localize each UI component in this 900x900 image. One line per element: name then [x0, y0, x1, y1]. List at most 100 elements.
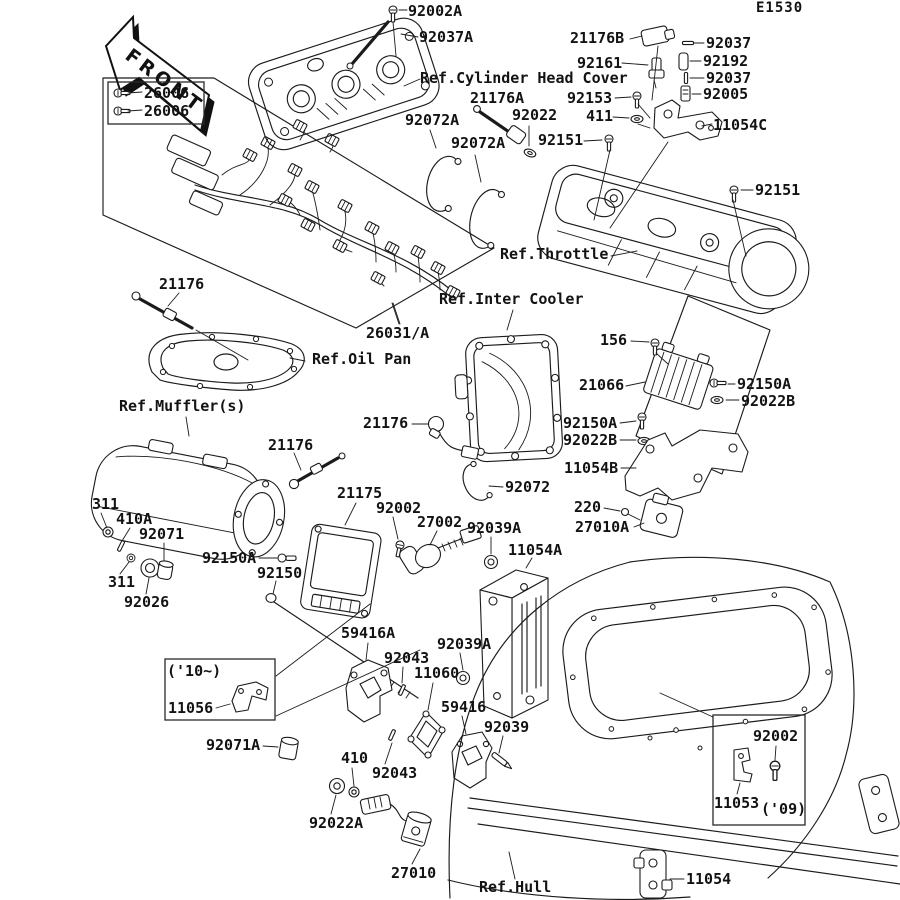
part-label-92022a: 92022A [309, 814, 364, 832]
intercooler-drawing [454, 333, 563, 463]
exhaust-temp-sensor-21176-muffler [288, 452, 346, 490]
bracket-right-edge [858, 773, 900, 835]
harness-screw-box [107, 81, 205, 125]
sensor-21176a [473, 105, 527, 145]
part-label-156: 156 [600, 331, 628, 349]
part-label-26006: 26006 [144, 84, 190, 102]
part-label-92002: 92002 [376, 499, 422, 517]
part-label-21176b: 21176B [570, 29, 625, 47]
part-label-refintercooler: Ref.Inter Cooler [439, 290, 584, 308]
part-label-411: 411 [586, 107, 614, 125]
part-label-refcylinderheadcover: Ref.Cylinder Head Cover [420, 69, 628, 87]
part-label-92072: 92072 [505, 478, 551, 496]
sensor-27010 [359, 794, 432, 865]
gasket-11060 [407, 682, 446, 759]
clamp-92072a-2 [469, 188, 505, 249]
oil-pan-drawing [148, 332, 305, 391]
part-label-92002a: 92002A [408, 2, 463, 20]
part-label-92043: 92043 [384, 649, 430, 667]
part-label-11054c: 11054C [713, 116, 768, 134]
part-label-92151: 92151 [538, 131, 584, 149]
part-label-11060: 11060 [414, 664, 460, 682]
mount-59416 [451, 715, 493, 789]
part-label-refmufflers: Ref.Muffler(s) [119, 397, 246, 415]
part-label-27010: 27010 [391, 864, 437, 882]
muffler-drawing [90, 439, 286, 560]
collar-92192 [678, 52, 689, 71]
part-label-92037: 92037 [706, 69, 752, 87]
part-92005 [680, 85, 702, 102]
throttle-body-drawing [537, 164, 810, 315]
bracket-11054 [633, 849, 685, 899]
part-label-92150: 92150 [257, 564, 303, 582]
part-label-11054b: 11054B [564, 459, 619, 477]
part-label-11054a: 11054A [508, 541, 563, 559]
oil-temp-sensor-21176-left [131, 291, 249, 361]
part-label-11054: 11054 [686, 870, 732, 888]
bracket-11054c [609, 99, 723, 229]
part-label-21175: 21175 [337, 484, 383, 502]
part-label-27002: 27002 [417, 513, 463, 531]
part-label-26006: 26006 [144, 102, 190, 120]
part-label-26031a: 26031/A [366, 324, 430, 342]
part-label-92072a: 92072A [405, 111, 460, 129]
part-label-92161: 92161 [577, 54, 623, 72]
cylinder-head-cover-drawing [247, 17, 440, 151]
part-label-220: 220 [574, 498, 602, 516]
part-label-11053: 11053 [714, 794, 760, 812]
model-2009-box [659, 692, 806, 826]
part-label-27010a: 27010A [575, 518, 630, 536]
part-label-311: 311 [92, 495, 120, 513]
part-label-92022b: 92022B [741, 392, 796, 410]
part-label-92192: 92192 [703, 52, 749, 70]
part-label-92039a: 92039A [437, 635, 492, 653]
mount-59416a [345, 642, 393, 723]
ecu-21175 [300, 523, 382, 619]
part-label-refhull: Ref.Hull [479, 878, 552, 896]
part-label-92150a: 92150A [737, 375, 792, 393]
grommet-92022a [328, 777, 346, 795]
dowel-92039 [491, 752, 513, 770]
part-label-410a: 410A [116, 510, 153, 528]
ignition-coil-27002 [399, 525, 482, 575]
part-label-311: 311 [108, 573, 136, 591]
part-label-11056: 11056 [168, 699, 214, 717]
clamp-92072a-1 [426, 155, 462, 213]
bracket-11054b [620, 429, 749, 501]
water-temp-sensor-21176-center [411, 415, 480, 460]
part-label-21066: 21066 [579, 376, 625, 394]
diagram-code: E1530 [756, 0, 804, 16]
part-label-92037: 92037 [706, 34, 752, 52]
part-label-10: ('10~) [167, 662, 222, 680]
part-label-21176a: 21176A [470, 89, 525, 107]
main-harness-drawing [166, 118, 461, 300]
part-label-92022b: 92022B [563, 431, 618, 449]
map-sensor-21176b [629, 25, 676, 47]
part-label-21176: 21176 [268, 436, 314, 454]
cap-92071a [278, 736, 299, 761]
part-label-92150a: 92150A [563, 414, 618, 432]
part-label-92039a: 92039A [467, 519, 522, 537]
harness-frame [102, 77, 495, 329]
clamp-92072 [462, 460, 493, 501]
part-label-92022: 92022 [512, 106, 558, 124]
part-label-92151: 92151 [755, 181, 801, 199]
part-label-09: ('09) [761, 800, 807, 818]
part-label-59416: 59416 [441, 698, 487, 716]
part-label-refoilpan: Ref.Oil Pan [312, 350, 412, 368]
part-label-92037a: 92037A [419, 28, 474, 46]
part-label-92153: 92153 [567, 89, 613, 107]
part-label-refthrottle: Ref.Throttle [500, 245, 609, 263]
part-label-21176: 21176 [159, 275, 205, 293]
sensor-92161 [621, 57, 665, 89]
bolt-92150a-muffler [258, 553, 297, 563]
cap-92071 [156, 560, 174, 581]
part-label-92072a: 92072A [451, 134, 506, 152]
part-label-410: 410 [341, 749, 369, 767]
part-label-92071a: 92071A [206, 736, 261, 754]
model-2010-box [164, 603, 421, 721]
part-label-21176: 21176 [363, 414, 409, 432]
part-label-92043: 92043 [372, 764, 418, 782]
